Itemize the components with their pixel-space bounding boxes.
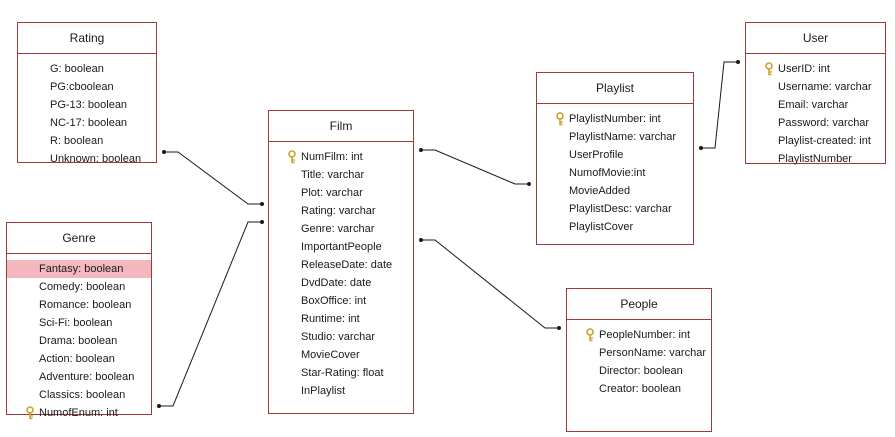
table-people-fields: PeopleNumber: int PersonName: varchar Di… xyxy=(567,326,711,398)
primary-key-icon xyxy=(765,62,773,76)
field-row[interactable]: Runtime: int xyxy=(301,313,360,325)
field-row[interactable]: Genre: varchar xyxy=(301,223,375,235)
field-row[interactable]: ReleaseDate: date xyxy=(301,259,393,271)
field-row[interactable]: Creator: boolean xyxy=(599,383,681,395)
primary-key-icon xyxy=(556,112,564,126)
table-rating-fields: G: boolean PG:cboolean PG-13: boolean NC… xyxy=(18,60,156,168)
field-row[interactable]: Username: varchar xyxy=(778,81,872,93)
field-row[interactable]: Classics: boolean xyxy=(7,386,151,404)
field-label: UserID: int xyxy=(778,63,830,75)
field-row[interactable]: Rating: varchar xyxy=(301,205,376,217)
field-row[interactable]: Title: varchar xyxy=(301,169,365,181)
field-row[interactable]: ImportantPeople xyxy=(301,241,382,253)
field-row-primary-key[interactable]: NumFilm: int xyxy=(288,148,413,166)
field-row[interactable]: PersonName: varchar xyxy=(599,347,706,359)
field-row[interactable]: Comedy: boolean xyxy=(7,278,151,296)
table-playlist-title[interactable]: Playlist xyxy=(537,73,693,104)
field-row[interactable]: G: boolean xyxy=(50,63,104,75)
primary-key-icon xyxy=(288,150,296,164)
field-row[interactable]: Email: varchar xyxy=(778,99,849,111)
table-user[interactable]: User UserID: int Username: varchar Email… xyxy=(745,22,886,165)
field-row[interactable]: Password: varchar xyxy=(778,117,870,129)
relation-film-playlist xyxy=(421,149,529,185)
field-row[interactable]: PlaylistCover xyxy=(569,221,634,233)
field-row[interactable]: Studio: varchar xyxy=(301,331,375,343)
field-row[interactable]: Sci-Fi: boolean xyxy=(7,314,151,332)
relation-rating-film xyxy=(164,151,262,205)
field-label: Fantasy: boolean xyxy=(39,263,124,275)
table-user-fields: UserID: int Username: varchar Email: var… xyxy=(746,60,885,168)
field-row[interactable]: BoxOffice: int xyxy=(301,295,367,307)
field-row[interactable]: DvdDate: date xyxy=(301,277,372,289)
field-row[interactable]: MovieCover xyxy=(301,349,360,361)
field-label: Drama: boolean xyxy=(39,335,118,347)
relation-film-people xyxy=(421,239,559,329)
field-label: Romance: boolean xyxy=(39,299,132,311)
field-row[interactable]: Action: boolean xyxy=(7,350,151,368)
table-genre[interactable]: Genre Fantasy: boolean Comedy: boolean R… xyxy=(6,222,152,420)
field-row[interactable]: Romance: boolean xyxy=(7,296,151,314)
table-user-title[interactable]: User xyxy=(746,23,885,54)
field-label: Action: boolean xyxy=(39,353,115,365)
field-row-primary-key[interactable]: NumofEnum: int xyxy=(7,404,151,422)
relation-genre-film xyxy=(159,221,262,407)
field-label: Sci-Fi: boolean xyxy=(39,317,113,329)
primary-key-icon xyxy=(26,406,34,420)
field-row[interactable]: PG:cboolean xyxy=(50,81,114,93)
field-label: PeopleNumber: int xyxy=(599,329,691,341)
field-row-selected[interactable]: Fantasy: boolean xyxy=(7,260,151,278)
table-people-title[interactable]: People xyxy=(567,289,711,320)
field-row-primary-key[interactable]: PeopleNumber: int xyxy=(586,326,711,344)
field-row[interactable]: R: boolean xyxy=(50,135,104,147)
field-row[interactable]: Playlist-created: int xyxy=(778,135,871,147)
field-label: NumofEnum: int xyxy=(39,407,118,419)
field-row[interactable]: PlaylistName: varchar xyxy=(569,131,676,143)
field-label: Comedy: boolean xyxy=(39,281,126,293)
field-row[interactable]: Director: boolean xyxy=(599,365,683,377)
field-label: PlaylistNumber: int xyxy=(569,113,661,125)
table-genre-fields: Fantasy: boolean Comedy: boolean Romance… xyxy=(7,260,151,422)
field-row[interactable]: Drama: boolean xyxy=(7,332,151,350)
field-row[interactable]: NC-17: boolean xyxy=(50,117,128,129)
relation-playlist-user xyxy=(701,61,738,149)
field-row[interactable]: MovieAdded xyxy=(569,185,631,197)
field-row-primary-key[interactable]: PlaylistNumber: int xyxy=(556,110,693,128)
field-row[interactable]: Plot: varchar xyxy=(301,187,363,199)
field-row[interactable]: UserProfile xyxy=(569,149,624,161)
field-row[interactable]: PlaylistDesc: varchar xyxy=(569,203,672,215)
table-genre-title[interactable]: Genre xyxy=(7,223,151,254)
table-playlist-fields: PlaylistNumber: int PlaylistName: varcha… xyxy=(537,110,693,236)
table-people[interactable]: People PeopleNumber: int PersonName: var… xyxy=(566,288,712,432)
field-row[interactable]: Adventure: boolean xyxy=(7,368,151,386)
field-row[interactable]: PlaylistNumber xyxy=(778,153,852,165)
primary-key-icon xyxy=(586,328,594,342)
field-row-primary-key[interactable]: UserID: int xyxy=(765,60,885,78)
table-film-fields: NumFilm: int Title: varchar Plot: varcha… xyxy=(269,148,413,400)
field-label: Classics: boolean xyxy=(39,389,126,401)
field-row[interactable]: NumofMovie:int xyxy=(569,167,646,179)
table-film-title[interactable]: Film xyxy=(269,111,413,142)
field-label: NumFilm: int xyxy=(301,151,363,163)
table-film[interactable]: Film NumFilm: int Title: varchar Plot: v… xyxy=(268,110,414,414)
field-row[interactable]: PG-13: boolean xyxy=(50,99,128,111)
field-row[interactable]: Star-Rating: float xyxy=(301,367,384,379)
table-playlist[interactable]: Playlist PlaylistNumber: int PlaylistNam… xyxy=(536,72,694,245)
field-row[interactable]: Unknown: boolean xyxy=(50,153,142,165)
table-rating[interactable]: Rating G: boolean PG:cboolean PG-13: boo… xyxy=(17,22,157,165)
field-label: Adventure: boolean xyxy=(39,371,135,383)
field-row[interactable]: InPlaylist xyxy=(301,385,346,397)
table-rating-title[interactable]: Rating xyxy=(18,23,156,54)
